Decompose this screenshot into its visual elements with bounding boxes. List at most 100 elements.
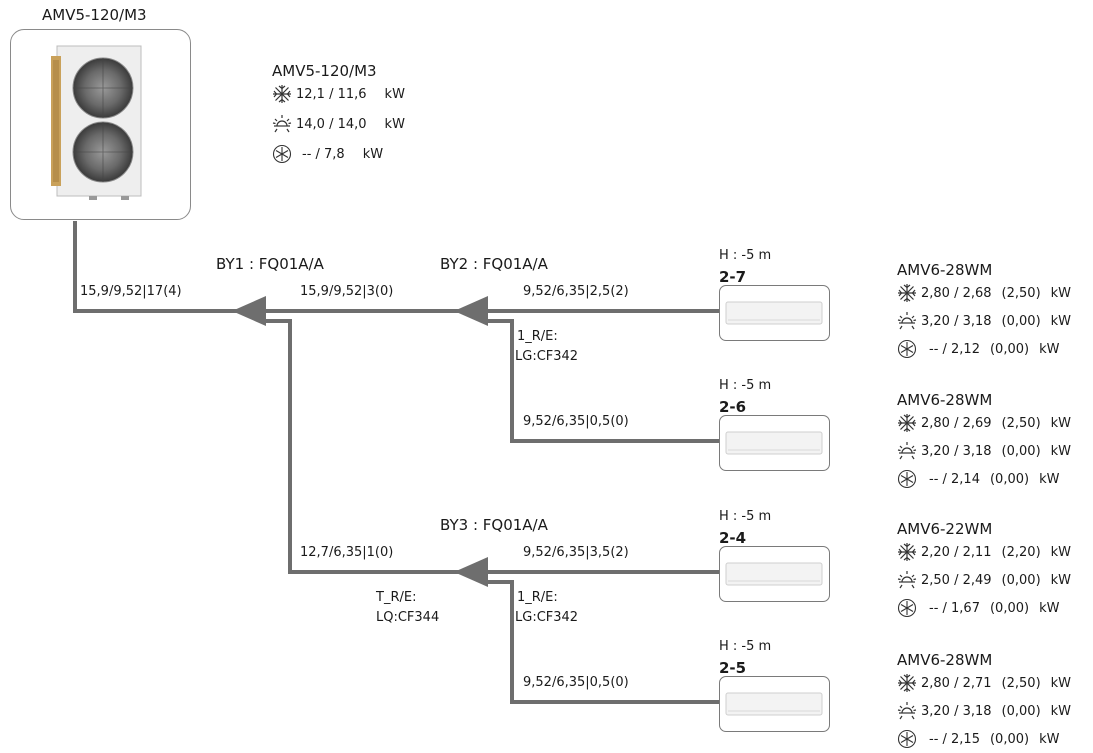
indoor-heat-extra: (0,00) <box>1001 443 1041 459</box>
indoor-height: H : -5 m <box>719 248 772 263</box>
indoor-heat-value: 3,20 / 3,18 <box>921 703 992 719</box>
indoor-cool-extra: (2,50) <box>1001 285 1041 301</box>
snowflake-icon <box>273 85 291 103</box>
indoor-defrost-extra: (0,00) <box>989 600 1030 616</box>
indoor-unit-image <box>725 562 823 586</box>
indoor-height: H : -5 m <box>719 509 772 524</box>
indoor-cool-row: 2,80 / 2,71 (2,50) kW <box>897 673 1071 693</box>
pipe-2-6-label: 9,52/6,35|0,5(0) <box>523 414 629 429</box>
indoor-heat-unit: kW <box>1050 443 1072 459</box>
indoor-id: 2-6 <box>719 398 747 416</box>
indoor-defrost-unit: kW <box>1039 341 1060 357</box>
indoor-defrost-unit: kW <box>1039 731 1060 747</box>
pipe-2-4-label: 9,52/6,35|3,5(2) <box>523 545 629 560</box>
snowflake-icon <box>898 284 916 302</box>
outdoor-cool-value: 12,1 / 11,6 <box>296 86 367 102</box>
sun-icon <box>897 702 917 720</box>
indoor-unit-image <box>725 431 823 455</box>
defrost-icon <box>272 144 292 164</box>
defrost-icon <box>897 339 917 359</box>
indoor-height: H : -5 m <box>719 378 772 393</box>
indoor-defrost-row: -- / 2,12 (0,00) kW <box>897 339 1059 359</box>
by3-re-label: 1_R/E: <box>517 590 558 605</box>
indoor-model: AMV6-22WM <box>897 520 993 538</box>
branch-by2-label: BY2 : FQ01A/A <box>440 255 548 273</box>
indoor-defrost-extra: (0,00) <box>989 471 1030 487</box>
indoor-heat-extra: (0,00) <box>1001 703 1041 719</box>
indoor-defrost-unit: kW <box>1039 471 1060 487</box>
indoor-defrost-row: -- / 2,15 (0,00) kW <box>897 729 1059 749</box>
indoor-cool-extra: (2,50) <box>1001 415 1041 431</box>
outdoor-spec-cool: 12,1 / 11,6 kW <box>272 84 405 104</box>
branch-by1-label: BY1 : FQ01A/A <box>216 255 324 273</box>
pipe-by1-by3-label: 12,7/6,35|1(0) <box>300 545 394 560</box>
indoor-cool-row: 2,80 / 2,68 (2,50) kW <box>897 283 1071 303</box>
indoor-defrost-value: -- / 2,14 <box>929 471 980 487</box>
pipe-2-5-label: 9,52/6,35|0,5(0) <box>523 675 629 690</box>
indoor-heat-unit: kW <box>1050 572 1072 588</box>
indoor-heat-value: 3,20 / 3,18 <box>921 313 992 329</box>
indoor-cool-extra: (2,20) <box>1001 544 1041 560</box>
indoor-cool-unit: kW <box>1050 285 1072 301</box>
indoor-unit-card[interactable] <box>719 285 830 341</box>
by1-tre-code: LQ:CF344 <box>376 610 440 625</box>
branch-by2-icon <box>454 296 488 326</box>
indoor-unit-card[interactable] <box>719 676 830 732</box>
indoor-model: AMV6-28WM <box>897 261 993 279</box>
outdoor-cool-unit: kW <box>384 86 405 102</box>
indoor-cool-value: 2,20 / 2,11 <box>921 544 992 560</box>
defrost-icon <box>897 469 917 489</box>
indoor-unit-card[interactable] <box>719 546 830 602</box>
pipe-2-7-label: 9,52/6,35|2,5(2) <box>523 284 629 299</box>
outdoor-heat-value: 14,0 / 14,0 <box>296 116 367 132</box>
indoor-cool-value: 2,80 / 2,69 <box>921 415 992 431</box>
indoor-id: 2-5 <box>719 659 747 677</box>
branch-by3-label: BY3 : FQ01A/A <box>440 516 548 534</box>
indoor-defrost-value: -- / 2,12 <box>929 341 980 357</box>
indoor-id: 2-4 <box>719 529 747 547</box>
snowflake-icon <box>898 543 916 561</box>
outdoor-heat-unit: kW <box>384 116 405 132</box>
indoor-model: AMV6-28WM <box>897 651 993 669</box>
indoor-defrost-extra: (0,00) <box>989 731 1030 747</box>
branch-by3-icon <box>454 557 488 587</box>
by2-re-label: 1_R/E: <box>517 329 558 344</box>
by2-re-code: LG:CF342 <box>515 349 579 364</box>
indoor-heat-row: 2,50 / 2,49 (0,00) kW <box>897 570 1071 590</box>
indoor-cool-row: 2,80 / 2,69 (2,50) kW <box>897 413 1071 433</box>
sun-icon <box>897 571 917 589</box>
sun-icon <box>272 115 292 133</box>
by1-tre-label: T_R/E: <box>376 590 417 605</box>
indoor-defrost-value: -- / 2,15 <box>929 731 980 747</box>
sun-icon <box>897 312 917 330</box>
pipe-to-2-5 <box>484 580 719 704</box>
indoor-height: H : -5 m <box>719 639 772 654</box>
indoor-id: 2-7 <box>719 268 747 286</box>
outdoor-unit-card[interactable] <box>10 29 191 220</box>
indoor-heat-extra: (0,00) <box>1001 572 1041 588</box>
pipe-by1-by2-label: 15,9/9,52|3(0) <box>300 284 394 299</box>
by3-re-code: LG:CF342 <box>515 610 579 625</box>
snowflake-icon <box>898 414 916 432</box>
indoor-cool-unit: kW <box>1050 544 1072 560</box>
indoor-heat-value: 2,50 / 2,49 <box>921 572 992 588</box>
outdoor-unit-image <box>51 45 142 200</box>
indoor-defrost-unit: kW <box>1039 600 1060 616</box>
defrost-icon <box>897 729 917 749</box>
main-pipe <box>73 221 240 313</box>
indoor-cool-extra: (2,50) <box>1001 675 1041 691</box>
indoor-defrost-value: -- / 1,67 <box>929 600 980 616</box>
indoor-unit-card[interactable] <box>719 415 830 471</box>
defrost-icon <box>897 598 917 618</box>
outdoor-spec-defrost: -- / 7,8 kW <box>272 144 383 164</box>
indoor-defrost-row: -- / 1,67 (0,00) kW <box>897 598 1059 618</box>
indoor-cool-unit: kW <box>1050 675 1072 691</box>
indoor-cool-row: 2,20 / 2,11 (2,20) kW <box>897 542 1071 562</box>
indoor-defrost-row: -- / 2,14 (0,00) kW <box>897 469 1059 489</box>
indoor-heat-row: 3,20 / 3,18 (0,00) kW <box>897 701 1071 721</box>
indoor-heat-unit: kW <box>1050 313 1072 329</box>
indoor-unit-image <box>725 692 823 716</box>
pipe-to-2-6 <box>484 319 719 443</box>
indoor-defrost-extra: (0,00) <box>989 341 1030 357</box>
